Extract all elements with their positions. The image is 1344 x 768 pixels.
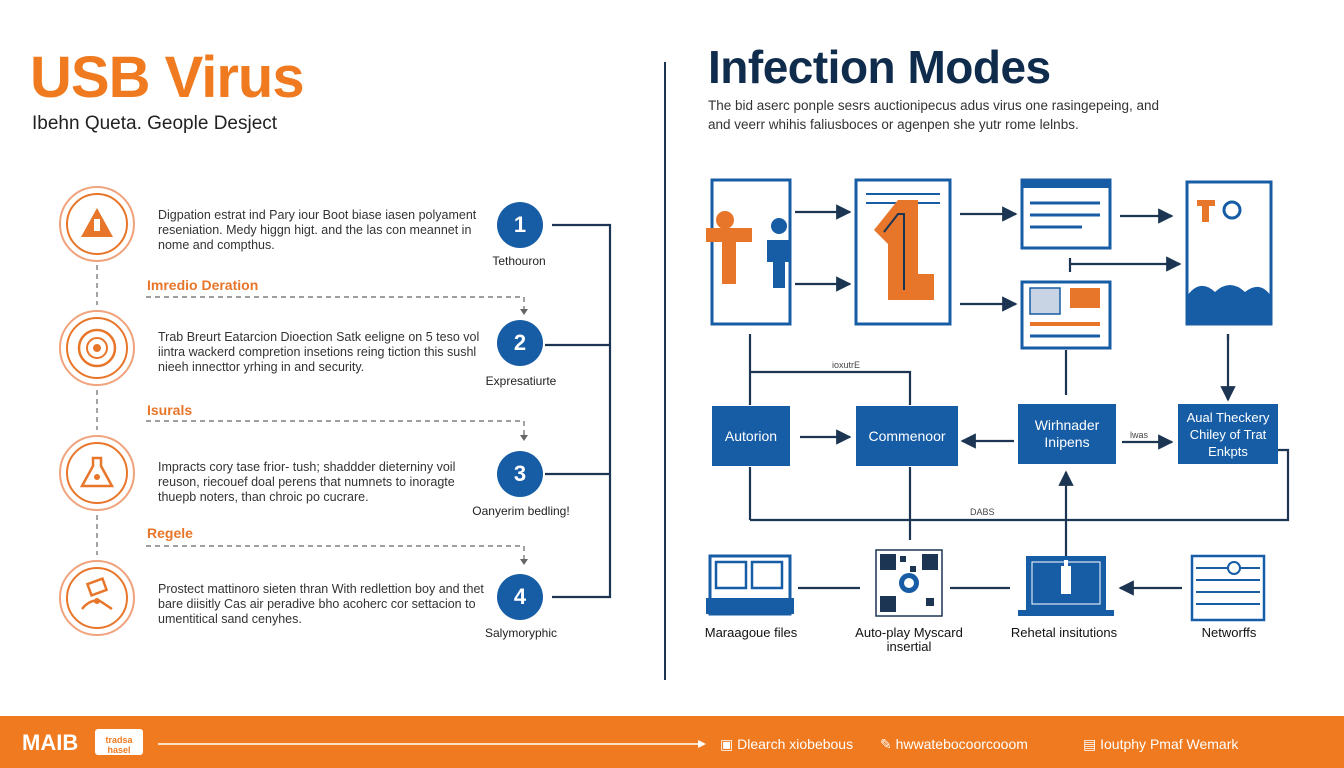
footer-link-3-text: Ioutphy Pmaf Wemark [1100, 736, 1239, 752]
people-icon [706, 178, 792, 326]
qr-document-icon [1020, 280, 1112, 350]
left-subtitle: Ibehn Queta. Geople Desject [32, 113, 278, 134]
virus-circle-icon [66, 317, 128, 379]
qr-code-icon [875, 549, 943, 617]
folder-files-icon [706, 554, 794, 616]
step-badge-1: 1 [497, 202, 543, 248]
footer-link-3[interactable]: ▤ Ioutphy Pmaf Wemark [1083, 736, 1238, 753]
left-connectors [96, 223, 612, 599]
document-icon: ▣ [720, 736, 738, 752]
box-aual-theckery: Aual Theckery Chiley of Trat Enkpts [1178, 404, 1278, 464]
flow-label-2: lwas [1130, 430, 1149, 440]
flow-label-1: ioxutrE [832, 360, 861, 370]
bottom-label-3: Rehetal insitutions [1010, 625, 1118, 640]
footer-logo-text: tradsa hasel [105, 735, 133, 755]
step-2-icon-ring [59, 310, 135, 386]
flask-icon [66, 442, 128, 504]
hand-usb-icon [66, 567, 128, 629]
footer-link-2[interactable]: ✎ hwwatebocoorcooom [880, 736, 1028, 753]
step-3-text: Impracts cory tase frior- tush; shaddder… [158, 460, 456, 504]
bottom-label-4: Networffs [1201, 625, 1257, 640]
footer-brand: MAIB [22, 730, 79, 755]
step-label-3: Oanyerim bedling! [472, 504, 570, 518]
footer-link-2-text: hwwatebocoorcooom [895, 736, 1028, 752]
footer-link-1[interactable]: ▣ Dlearch xiobebous [720, 736, 853, 753]
step-badge-2: 2 [497, 320, 543, 366]
bottom-label-2: Auto-play Myscard insertial [855, 625, 963, 654]
section-label-1: Imredio Deration [147, 277, 259, 293]
step-label-1: Tethouron [492, 254, 546, 268]
cloud-network-icon [1185, 180, 1273, 326]
section-label-2: Isurals [147, 402, 193, 418]
footer-bar [0, 716, 1344, 768]
flow-label-3: DABS [970, 507, 995, 517]
step-badge-3: 3 [497, 451, 543, 497]
right-title: Infection Modes [708, 41, 1051, 93]
section-label-3: Regele [147, 525, 193, 541]
step-1-icon-ring [59, 186, 135, 262]
box-commenoor: Commenoor [856, 406, 958, 466]
step-2-text: Trab Breurt Eatarcion Dioection Satk eel… [158, 330, 480, 374]
monitor-icon: ▤ [1083, 736, 1101, 752]
step-badge-4: 4 [497, 574, 543, 620]
bottom-label-1: Maraagoue files [704, 625, 798, 640]
step-4-text: Prostect mattinoro sieten thran With red… [158, 582, 484, 626]
network-list-icon [1190, 554, 1266, 622]
left-title: USB Virus [30, 45, 305, 110]
right-description: The bid aserc ponple sesrs auctionipecus… [708, 98, 1160, 132]
box-autorion: Autorion [712, 406, 790, 466]
step-label-2: Expresatiurte [485, 374, 557, 388]
step-3-icon-ring [59, 435, 135, 511]
warning-bottle-icon [66, 193, 128, 255]
laptop-usb-icon [1018, 556, 1114, 616]
pen-icon: ✎ [880, 736, 896, 752]
step-1-text: Digpation estrat ind Pary iour Boot bias… [158, 208, 477, 252]
step-4-icon-ring [59, 560, 135, 636]
box-wirhnader: Wirhnader Inipens [1018, 404, 1116, 464]
panel-divider [664, 62, 666, 680]
step-label-4: Salymoryphic [484, 626, 558, 640]
footer-arrow-line [158, 740, 706, 748]
flow-diagram [706, 178, 1290, 622]
footer-link-1-text: Dlearch xiobebous [737, 736, 854, 752]
usb-document-icon [854, 178, 952, 326]
footer-logo [95, 729, 143, 755]
window-icon [1020, 178, 1112, 250]
person-blue-icon [771, 218, 787, 234]
